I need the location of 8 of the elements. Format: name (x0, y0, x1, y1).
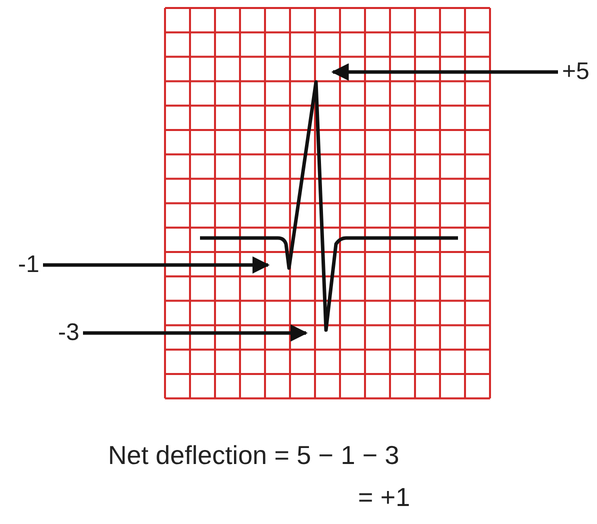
equation-text: Net deflection = 5 − 1 − 3 (108, 440, 400, 470)
deflection-value: -1 (18, 251, 40, 279)
deflection-value: -3 (58, 319, 80, 347)
leader-arrow (83, 324, 308, 342)
leader-arrow (331, 63, 558, 81)
equation-text: = +1 (358, 482, 410, 512)
leader-arrow (43, 256, 270, 274)
deflection-value: +5 (562, 58, 590, 86)
